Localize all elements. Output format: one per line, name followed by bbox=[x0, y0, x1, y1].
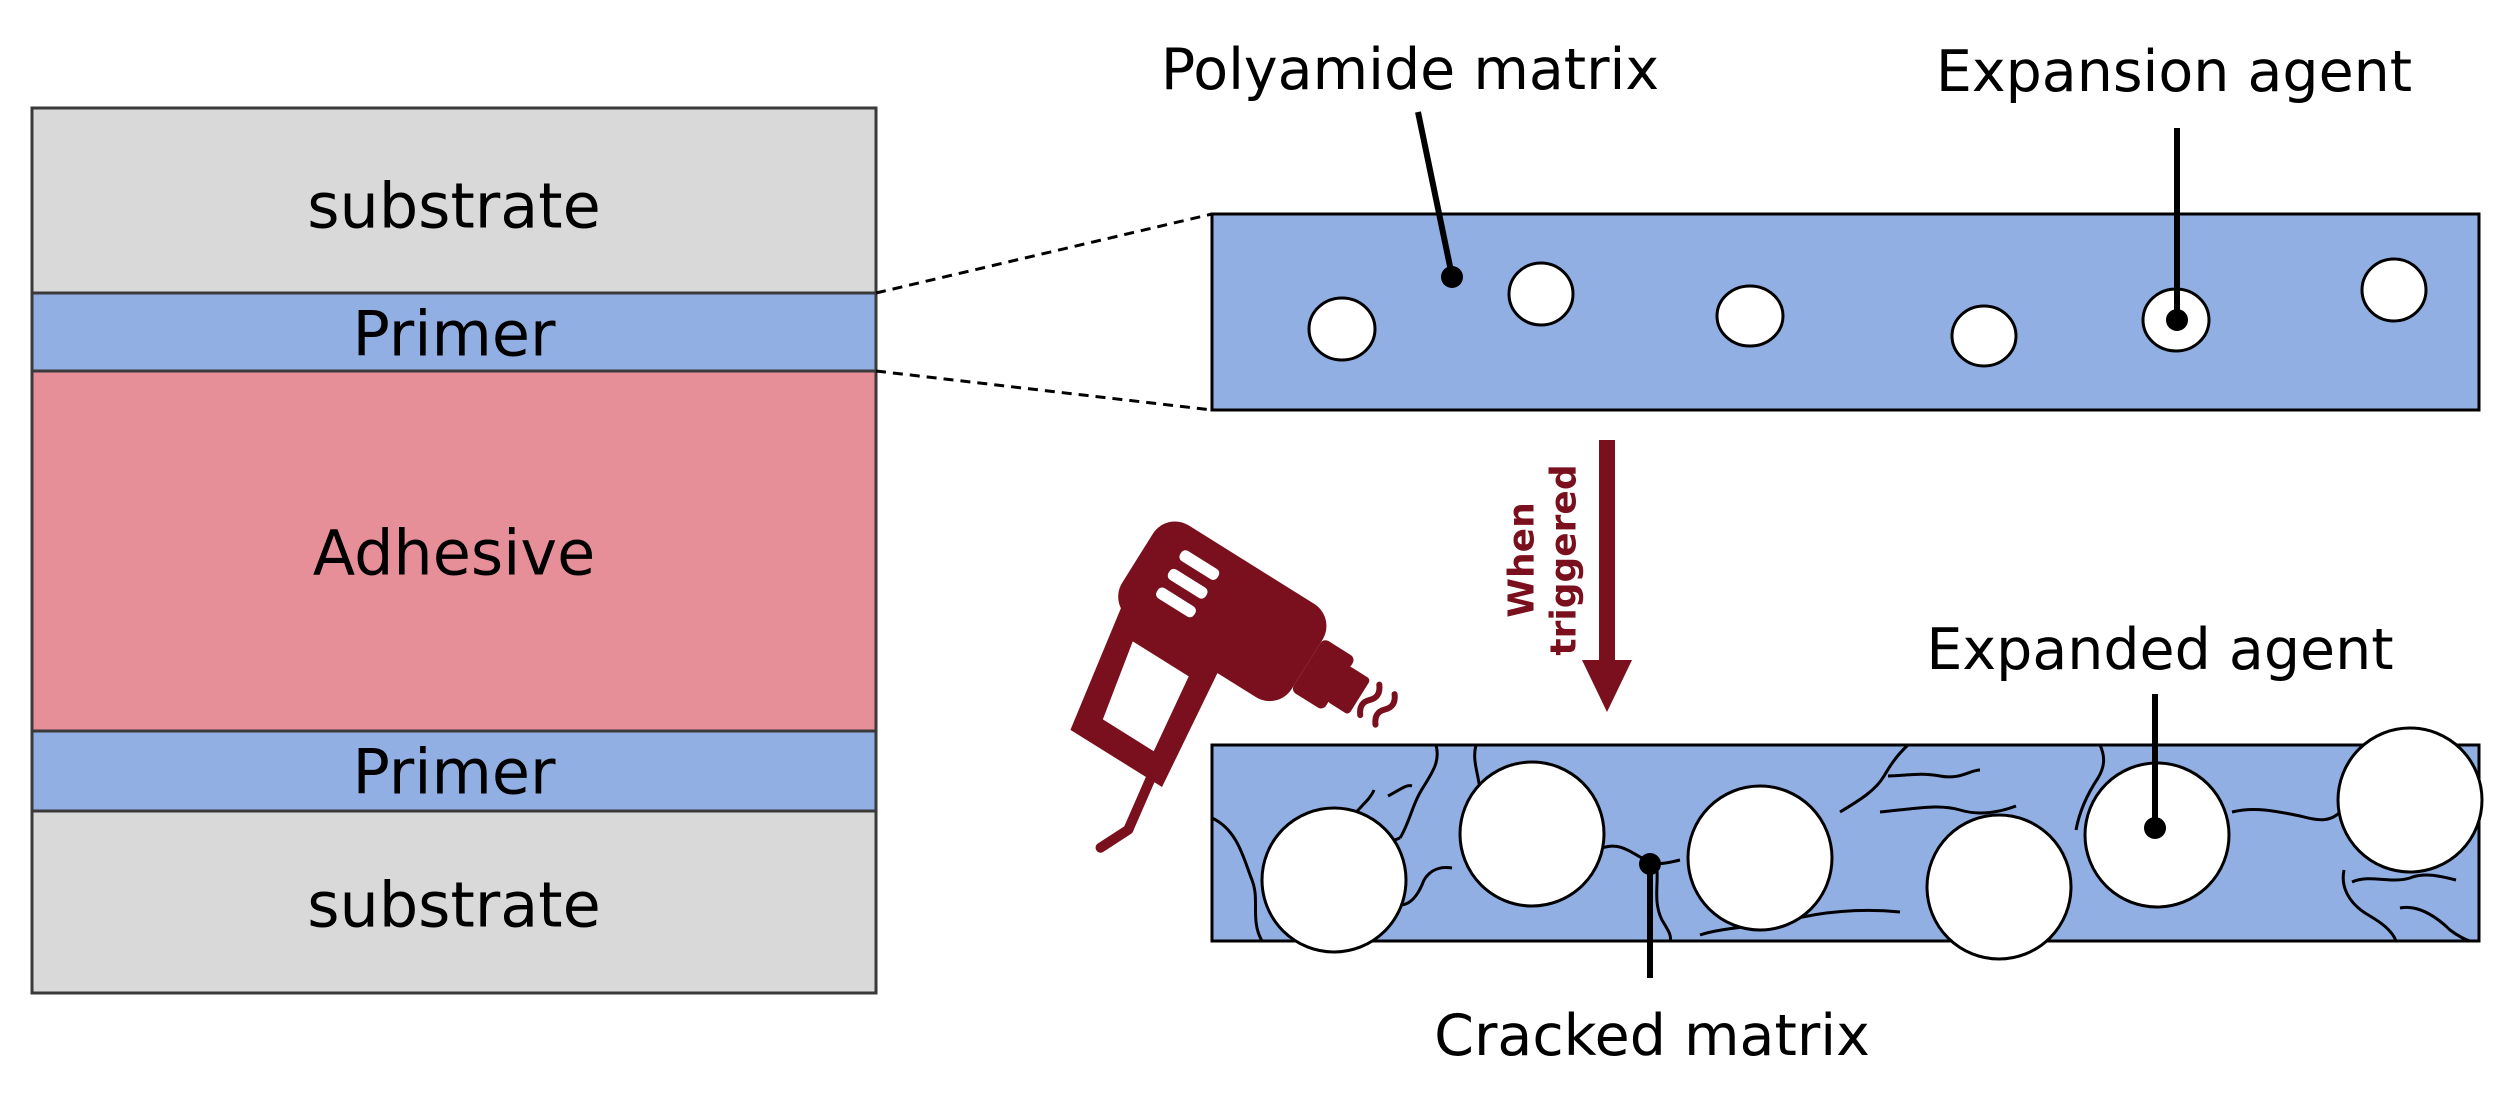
adhesive-layer bbox=[30, 369, 878, 733]
expanded-agent-particle bbox=[1260, 806, 1408, 954]
zoom-line-top bbox=[875, 212, 1213, 295]
adhesive-label: Adhesive bbox=[313, 517, 595, 590]
layer-stack: substrate Primer Adhesive Primer substra… bbox=[30, 106, 878, 995]
polyamide-matrix-label: Polyamide matrix bbox=[1161, 37, 1659, 103]
primer-bottom-layer bbox=[30, 729, 878, 813]
substrate-top-label: substrate bbox=[307, 170, 601, 243]
expanded-agent-particle bbox=[1458, 760, 1606, 908]
expansion-agent-particle bbox=[1950, 304, 2018, 368]
expansion-agent-particle bbox=[1715, 284, 1785, 348]
substrate-bottom-label: substrate bbox=[307, 869, 601, 942]
expansion-agent-particle bbox=[2360, 257, 2428, 323]
trigger-text-line2: triggered bbox=[1544, 464, 1585, 655]
polyamide-matrix-leader bbox=[1415, 111, 1455, 277]
polyamide-matrix-dot bbox=[1441, 266, 1463, 288]
zoom-line-bottom bbox=[875, 369, 1213, 412]
expanded-agent-label: Expanded agent bbox=[1926, 617, 2393, 683]
expanded-agent-particle bbox=[1925, 813, 2073, 961]
expansion-agent-particle bbox=[1307, 296, 1377, 362]
polyamide-matrix-panel bbox=[1210, 212, 2481, 412]
trigger-text-line1: When bbox=[1502, 502, 1543, 617]
primer-top-label: Primer bbox=[352, 298, 556, 371]
cracked-primer-panel bbox=[1210, 726, 2484, 961]
heat-gun-icon bbox=[1070, 521, 1398, 853]
substrate-bottom-layer bbox=[30, 809, 878, 995]
substrate-top-layer bbox=[30, 106, 878, 295]
intact-primer-panel bbox=[1210, 212, 2481, 412]
primer-top-layer bbox=[30, 291, 878, 373]
expanded-agent-dot bbox=[2144, 817, 2166, 839]
cracked-matrix-panel bbox=[1210, 743, 2481, 943]
primer-bottom-label: Primer bbox=[352, 736, 556, 809]
expansion-agent-particle bbox=[1507, 261, 1575, 327]
expansion-agent-dot bbox=[2166, 309, 2188, 331]
cracked-matrix-dot bbox=[1639, 853, 1661, 875]
cracked-matrix-label: Cracked matrix bbox=[1434, 1003, 1870, 1069]
expanded-agent-particle bbox=[2336, 726, 2484, 874]
expansion-agent-label: Expansion agent bbox=[1936, 39, 2412, 105]
trigger-arrow bbox=[1582, 440, 1632, 712]
expanded-agent-particle bbox=[1686, 784, 1834, 932]
trigger-text: When triggered bbox=[1502, 464, 1585, 655]
